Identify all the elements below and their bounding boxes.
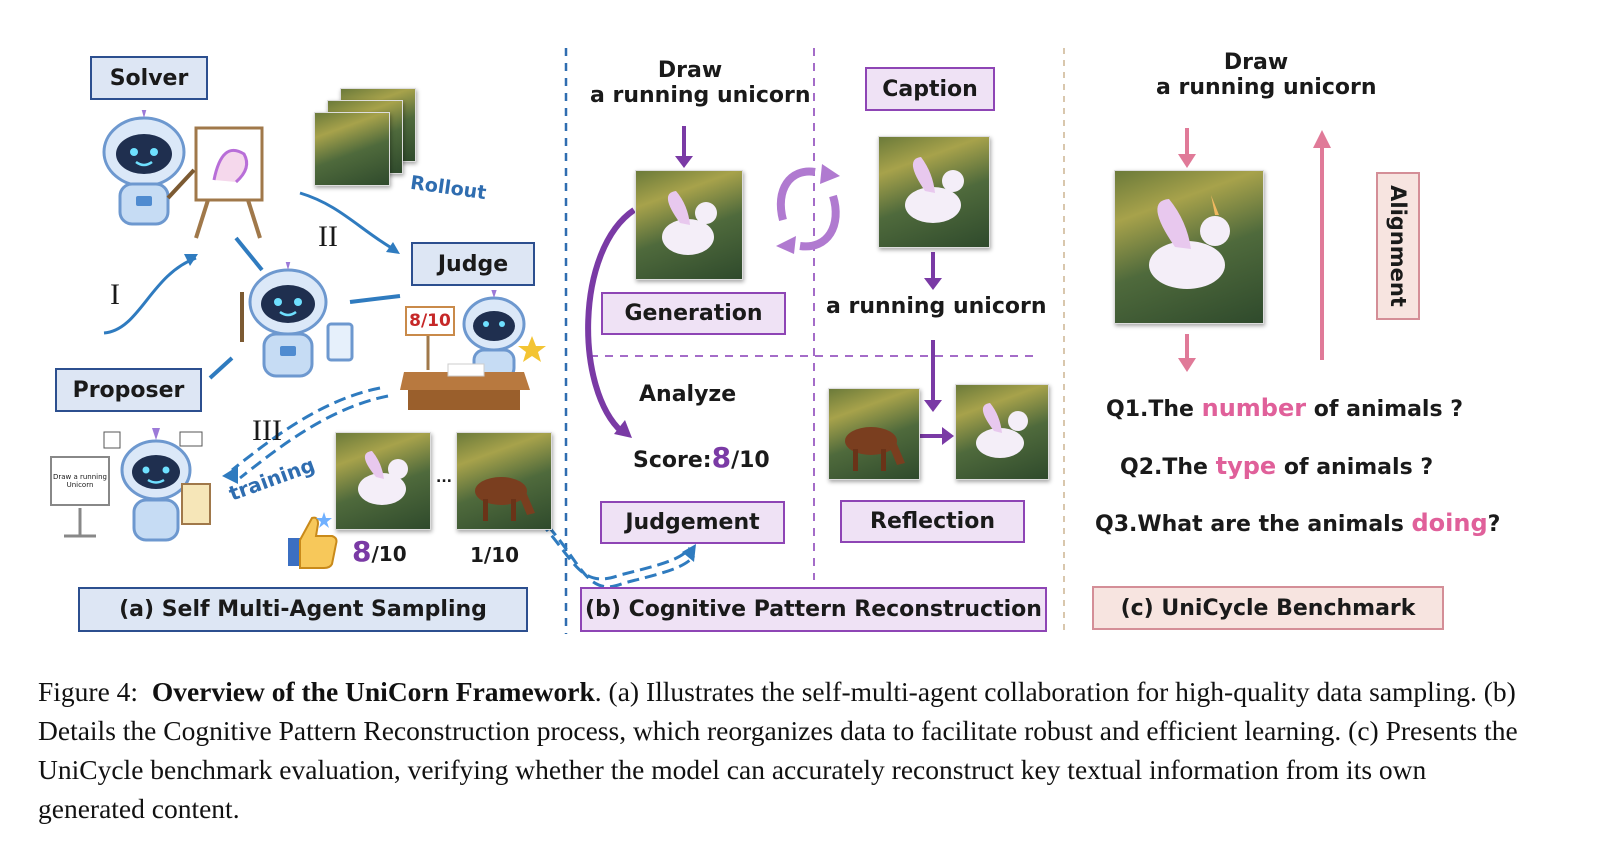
good-score-number: 8 bbox=[352, 535, 372, 568]
ellipsis-text: ... bbox=[436, 470, 452, 486]
horse-icon bbox=[845, 427, 905, 471]
q2-suffix: of animals ? bbox=[1276, 455, 1434, 480]
generated-image bbox=[635, 170, 743, 280]
rollout-image-stack-front bbox=[314, 112, 390, 186]
q1-prefix: Q1.The bbox=[1106, 397, 1202, 422]
figure-caption: Figure 4: Overview of the UniCorn Framew… bbox=[38, 672, 1522, 828]
reflection-horse-image bbox=[828, 388, 920, 480]
alignment-label: Alignment bbox=[1376, 172, 1420, 320]
center-robot-icon bbox=[240, 262, 354, 378]
proposer-label: Proposer bbox=[55, 368, 202, 412]
roman-numeral-two: II bbox=[318, 220, 338, 253]
good-sample-image bbox=[335, 432, 431, 530]
question-3: Q3.What are the animals doing? bbox=[1095, 509, 1501, 538]
thumbs-up-icon bbox=[288, 512, 338, 569]
unicorn-icon bbox=[358, 451, 408, 505]
judge-label: Judge bbox=[411, 242, 535, 286]
analyze-text: Analyze bbox=[639, 382, 737, 407]
roman-numeral-one: I bbox=[110, 278, 120, 311]
generation-label: Generation bbox=[601, 292, 786, 335]
alignment-text: Alignment bbox=[1386, 185, 1410, 307]
solver-label: Solver bbox=[90, 56, 208, 100]
caption-title: Overview of the UniCorn Framework bbox=[151, 676, 595, 707]
roman-numeral-three: III bbox=[252, 414, 282, 447]
solver-robot-icon bbox=[102, 110, 264, 239]
panel-b-label: (b) Cognitive Pattern Reconstruction bbox=[580, 587, 1047, 632]
panel-c-prompt: Draw a running unicorn bbox=[1156, 50, 1377, 101]
judgement-label: Judgement bbox=[600, 501, 785, 544]
reflection-unicorn-image bbox=[955, 384, 1049, 480]
caption-source-image bbox=[878, 136, 990, 248]
panel-a-label: (a) Self Multi-Agent Sampling bbox=[78, 587, 528, 632]
caption-body: . (a) Illustrates the self-multi-agent c… bbox=[38, 676, 1518, 824]
unicorn-icon bbox=[905, 157, 964, 223]
score-denominator: /10 bbox=[731, 448, 770, 473]
caption-output-text: a running unicorn bbox=[826, 294, 1047, 319]
q1-keyword: number bbox=[1201, 394, 1307, 422]
panel-b-prompt-line1: Draw bbox=[657, 58, 723, 83]
unicycle-generated-image bbox=[1114, 170, 1264, 324]
unicorn-icon bbox=[976, 403, 1028, 458]
q1-suffix: of animals ? bbox=[1306, 397, 1463, 422]
q3-prefix: Q3.What are the animals bbox=[1095, 512, 1412, 537]
score-prefix: Score: bbox=[633, 448, 712, 473]
bad-sample-image bbox=[456, 432, 552, 530]
panel-b-prompt: Draw a running unicorn bbox=[590, 58, 811, 109]
caption-label: Caption bbox=[865, 67, 995, 111]
q2-prefix: Q2.The bbox=[1120, 455, 1216, 480]
question-1: Q1.The number of animals ? bbox=[1106, 394, 1463, 423]
unicorn-icon bbox=[1149, 195, 1230, 289]
panel-c-prompt-line2: a running unicorn bbox=[1156, 75, 1377, 101]
unicorn-icon bbox=[662, 191, 717, 255]
judge-score-sign: 8/10 bbox=[405, 306, 455, 336]
panel-c-prompt-line1: Draw bbox=[1223, 50, 1289, 75]
judge-robot-icon bbox=[400, 290, 546, 410]
q3-suffix: ? bbox=[1487, 512, 1501, 537]
bad-score: 1/10 bbox=[470, 543, 520, 567]
reflection-label: Reflection bbox=[840, 500, 1025, 543]
score-text: Score:8/10 bbox=[633, 441, 770, 474]
proposer-robot-icon bbox=[64, 428, 211, 542]
horse-icon bbox=[475, 477, 535, 521]
panel-b-prompt-line2: a running unicorn bbox=[590, 83, 811, 109]
good-score-denominator: /10 bbox=[371, 542, 407, 566]
panel-c-label: (c) UniCycle Benchmark bbox=[1092, 586, 1444, 630]
q3-keyword: doing bbox=[1411, 509, 1488, 537]
caption-prefix: Figure 4: bbox=[38, 676, 152, 707]
good-score: 8/10 bbox=[352, 535, 407, 568]
question-2: Q2.The type of animals ? bbox=[1120, 452, 1434, 481]
q2-keyword: type bbox=[1215, 452, 1277, 480]
score-number: 8 bbox=[711, 441, 732, 474]
proposer-board: Draw a running Unicorn bbox=[50, 456, 110, 506]
